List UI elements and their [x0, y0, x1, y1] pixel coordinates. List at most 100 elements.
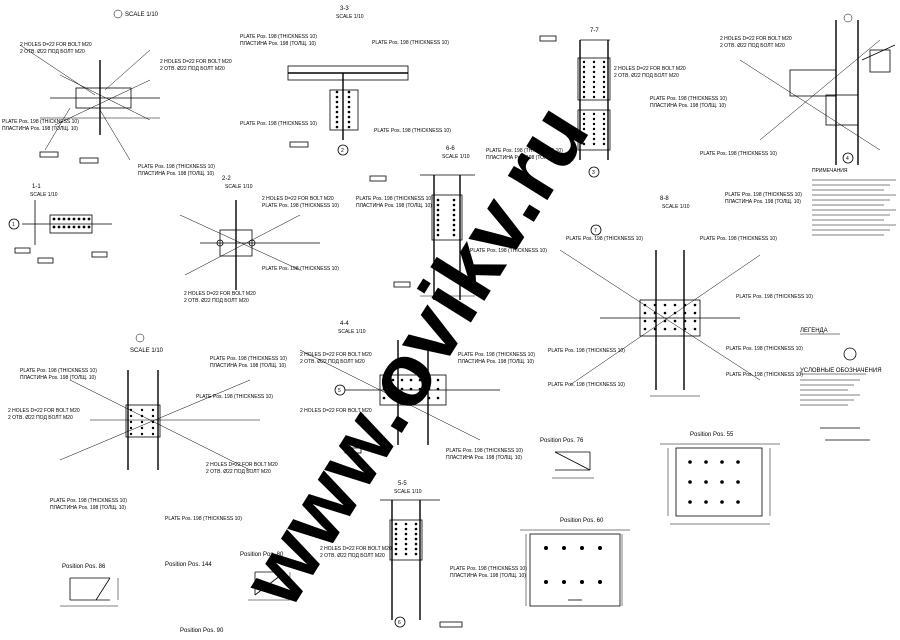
bolt-mark	[643, 319, 647, 323]
section-3-3-plate-note-2: PLATE Pos. 198 (THICKNESS 10)	[372, 40, 449, 46]
bolt-mark	[602, 132, 606, 136]
bolt-mark	[82, 225, 86, 229]
bolt-mark	[418, 387, 422, 391]
section-8-8-plate-note-3: PLATE Pos. 198 (THICKNESS 10)	[736, 294, 813, 300]
section-3-3-plate-note-4: PLATE Pos. 198 (THICKNESS 10)	[240, 121, 317, 127]
detail-a-bolt-note-2-alt: 2 ОТВ. Ø22 ПОД БОЛТ М20	[160, 66, 225, 72]
position-pos-86: Position Pos. 86	[60, 564, 119, 607]
bolt-mark	[436, 203, 440, 207]
bolt-mark	[72, 217, 76, 221]
bolt-mark	[129, 426, 133, 430]
bolt-mark	[602, 95, 606, 99]
pos-86-label: Position Pos. 86	[62, 564, 106, 570]
bolt-mark	[562, 580, 566, 584]
position-pos-76: Position Pos. 76	[540, 438, 594, 479]
section-2-2-bolt-note-2-alt: 2 ОТВ. Ø22 ПОД БОЛТ М20	[184, 298, 249, 304]
bolt-mark	[404, 547, 408, 551]
bolt-mark	[394, 532, 398, 536]
bolt-mark	[592, 132, 596, 136]
bolt-mark	[414, 537, 418, 541]
bolt-mark	[602, 117, 606, 121]
bolt-mark	[52, 225, 56, 229]
legend-block: ЛЕГЕНДА УСЛОВНЫЕ ОБОЗНАЧЕНИЯ	[800, 328, 882, 441]
bolt-mark	[592, 65, 596, 69]
bolt-mark	[427, 387, 431, 391]
section-8-8-title: 8-8	[660, 196, 669, 202]
bolt-mark	[382, 396, 386, 400]
bolt-mark	[592, 80, 596, 84]
bolt-mark	[409, 387, 413, 391]
detail-a-bolt-note-2: 2 HOLES D=22 FOR BOLT M20	[160, 59, 232, 65]
section-7-7: 7-7 3 2 HOLES D=22 FOR BOLT M20 2 ОТВ. Ø…	[486, 28, 777, 178]
bolt-mark	[335, 95, 339, 99]
position-pos-80: Position Pos. 80	[240, 552, 291, 601]
bolt-mark	[62, 217, 66, 221]
position-pos-60: Position Pos. 60	[520, 518, 630, 607]
bolt-mark	[598, 580, 602, 584]
bolt-mark	[602, 85, 606, 89]
bolt-mark	[643, 327, 647, 331]
bolt-mark	[592, 122, 596, 126]
bolt-mark	[582, 90, 586, 94]
bolt-mark	[582, 80, 586, 84]
bolt-mark	[409, 378, 413, 382]
bolt-mark	[414, 532, 418, 536]
bolt-mark	[67, 225, 71, 229]
bolt-mark	[602, 137, 606, 141]
bolt-mark	[683, 327, 687, 331]
section-2-2-plate-note-2: PLATE Pos. 198 (THICKNESS 10)	[262, 266, 339, 272]
bolt-mark	[404, 552, 408, 556]
bolt-mark	[151, 426, 155, 430]
bolt-mark	[663, 319, 667, 323]
detail-a-bolt-note: 2 HOLES D=22 FOR BOLT M20	[20, 42, 92, 48]
bolt-mark	[151, 432, 155, 436]
bolt-mark	[602, 60, 606, 64]
watermark-text: www.ovikv.ru	[222, 87, 608, 623]
bolt-mark	[592, 75, 596, 79]
pos-144-label: Position Pos. 144	[165, 562, 212, 568]
bolt-mark	[704, 480, 708, 484]
section-4-4-bolt-note-alt: 2 ОТВ. Ø22 ПОД БОЛТ М20	[300, 359, 365, 365]
bolt-mark	[688, 500, 692, 504]
bolt-mark	[404, 537, 408, 541]
section-7-7-bolt-note-alt: 2 ОТВ. Ø22 ПОД БОЛТ М20	[614, 73, 679, 79]
bolt-mark	[592, 117, 596, 121]
bolt-mark	[151, 414, 155, 418]
bolt-mark	[580, 546, 584, 550]
section-2-2-title: 2-2	[222, 176, 231, 182]
bolt-mark	[452, 203, 456, 207]
bolt-mark	[347, 125, 351, 129]
bolt-mark	[347, 105, 351, 109]
bolt-mark	[82, 217, 86, 221]
section-5-5-plate-note-alt: ПЛАСТИНА Pos. 198 (ТОЛЩ. 10)	[450, 573, 526, 579]
bolt-mark	[704, 500, 708, 504]
bolt-mark	[582, 70, 586, 74]
bolt-mark	[391, 396, 395, 400]
section-3-3: 3-3 SCALE 1/10 2 PLATE Pos. 198 (THICKNE…	[240, 6, 451, 156]
bolt-mark	[391, 387, 395, 391]
bolt-mark	[347, 90, 351, 94]
grid-ref-5: 5	[338, 388, 341, 394]
bolt-mark	[582, 85, 586, 89]
bolt-mark	[720, 460, 724, 464]
section-8-8: 8-8 SCALE 1/10 PLATE Pos. 198 (THICKNESS…	[548, 196, 813, 397]
bolt-mark	[592, 127, 596, 131]
bolt-mark	[67, 217, 71, 221]
bolt-mark	[129, 414, 133, 418]
bolt-mark	[335, 125, 339, 129]
pos-80-label: Position Pos. 80	[240, 552, 284, 558]
bolt-mark	[602, 142, 606, 146]
section-2-2-bolt-note: 2 HOLES D=22 FOR BOLT M20	[262, 196, 334, 202]
bolt-mark	[391, 378, 395, 382]
detail-lm-bolt-note-2: 2 HOLES D=22 FOR BOLT M20	[206, 462, 278, 468]
detail-top-right: 4 2 HOLES D=22 FOR BOLT M20 2 ОТВ. Ø22 П…	[720, 13, 896, 236]
bolt-mark	[663, 303, 667, 307]
bolt-mark	[347, 110, 351, 114]
bolt-mark	[673, 303, 677, 307]
legend-title: ЛЕГЕНДА	[800, 328, 828, 334]
bolt-mark	[347, 115, 351, 119]
section-4-4-plate-note-2-alt: ПЛАСТИНА Pos. 198 (ТОЛЩ. 10)	[446, 455, 522, 461]
bolt-mark	[720, 480, 724, 484]
bolt-mark	[673, 311, 677, 315]
section-4-4-bolt-note: 2 HOLES D=22 FOR BOLT M20	[300, 352, 372, 358]
